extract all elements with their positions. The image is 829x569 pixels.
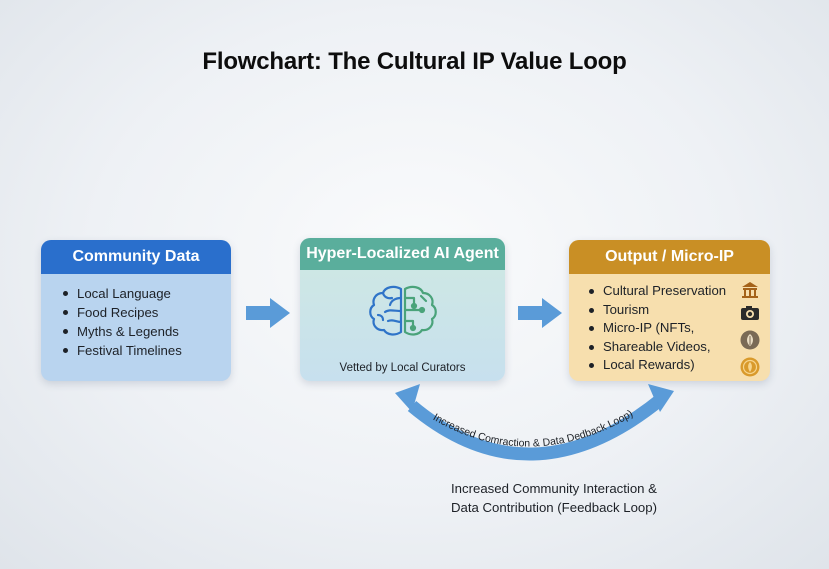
list-item: Micro-IP (NFTs, <box>589 319 770 338</box>
camera-icon <box>741 306 759 320</box>
list-item: Tourism <box>589 301 770 320</box>
brain-icon <box>369 285 437 336</box>
arrow-community-to-agent <box>246 298 290 328</box>
temple-icon <box>742 282 758 298</box>
feedback-arrowhead-left <box>395 384 420 412</box>
feedback-loop-label: Increased Community Interaction & Data C… <box>424 479 684 517</box>
coin-icon <box>740 357 760 377</box>
list-item: Local Language <box>63 284 231 303</box>
diagram-title: Flowchart: The Cultural IP Value Loop <box>202 48 627 75</box>
list-item: Cultural Preservation <box>589 282 770 301</box>
feedback-arc <box>407 394 665 461</box>
community-data-box: Community Data Local Language Food Recip… <box>41 240 231 381</box>
ai-agent-box: Hyper-Localized AI Agent Vetted by Local… <box>300 238 505 381</box>
output-micro-ip-box: Output / Micro-IP Cultural Preservation … <box>569 240 770 381</box>
output-micro-ip-header: Output / Micro-IP <box>569 240 770 274</box>
leaf-icon <box>740 330 760 350</box>
feedback-label-line2: Data Contribution (Feedback Loop) <box>451 500 657 515</box>
list-item-continuation: Shareable Videos, <box>589 338 770 357</box>
list-item: Myths & Legends <box>63 322 231 341</box>
output-list: Cultural Preservation Tourism Micro-IP (… <box>569 274 770 375</box>
list-item-continuation: Local Rewards) <box>589 356 770 375</box>
ai-agent-header: Hyper-Localized AI Agent <box>300 238 505 270</box>
community-data-header: Community Data <box>41 240 231 274</box>
vetted-caption: Vetted by Local Curators <box>339 362 466 374</box>
feedback-arrowhead-right <box>648 384 674 412</box>
arrow-agent-to-output <box>518 298 562 328</box>
list-item: Festival Timelines <box>63 341 231 360</box>
feedback-label-line1: Increased Community Interaction & <box>451 481 657 496</box>
community-data-list: Local Language Food Recipes Myths & Lege… <box>41 274 231 360</box>
list-item: Food Recipes <box>63 303 231 322</box>
